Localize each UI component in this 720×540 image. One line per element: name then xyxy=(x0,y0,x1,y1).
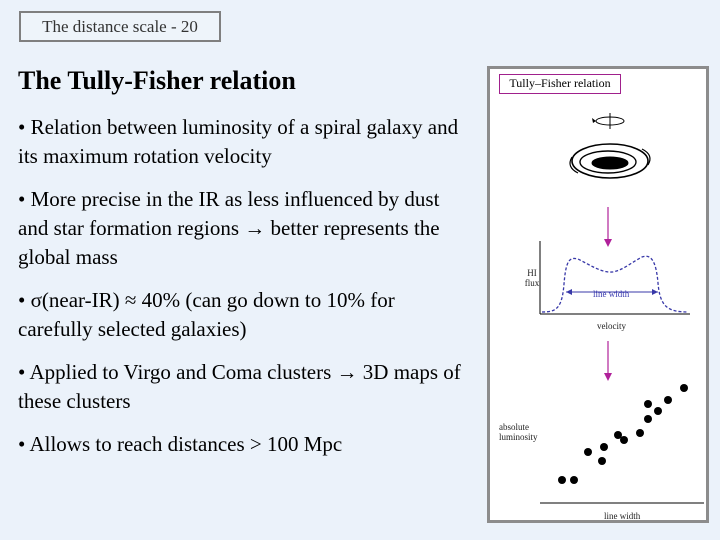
spiral-galaxy-icon xyxy=(569,143,651,179)
bullet-item: • Allows to reach distances > 100 Mpc xyxy=(18,432,343,456)
hi-profile-plot xyxy=(539,241,690,315)
line-width-axis-label: line width xyxy=(604,511,641,521)
tf-scatter-plot xyxy=(540,384,704,504)
figure-title: Tully–Fisher relation xyxy=(499,74,621,94)
bullet-item: • Relation between luminosity of a spira… xyxy=(18,115,459,168)
down-arrow-icon xyxy=(604,341,612,381)
hi-flux-label: HI flux xyxy=(524,268,540,288)
bullet-list: • Relation between luminosity of a spira… xyxy=(18,113,468,473)
bullet-item: • σ(near-IR) ≈ 40% (can go down to 10% f… xyxy=(18,288,395,341)
absolute-luminosity-label: absolute luminosity xyxy=(499,422,538,442)
velocity-axis-label: velocity xyxy=(597,321,626,331)
down-arrow-icon xyxy=(604,207,612,247)
rotation-arrow-icon xyxy=(592,113,625,129)
linewidth-annotation: line width xyxy=(593,289,630,299)
slide-title: The Tully-Fisher relation xyxy=(18,66,296,95)
slide-header: The distance scale - 20 xyxy=(19,11,221,42)
bullet-item: • More precise in the IR as less influen… xyxy=(18,187,440,269)
figure-drawing xyxy=(539,113,704,504)
tully-fisher-figure: Tully–Fisher relation HI flux line width… xyxy=(487,66,709,523)
bullet-item: • Applied to Virgo and Coma clusters → 3… xyxy=(18,360,461,413)
